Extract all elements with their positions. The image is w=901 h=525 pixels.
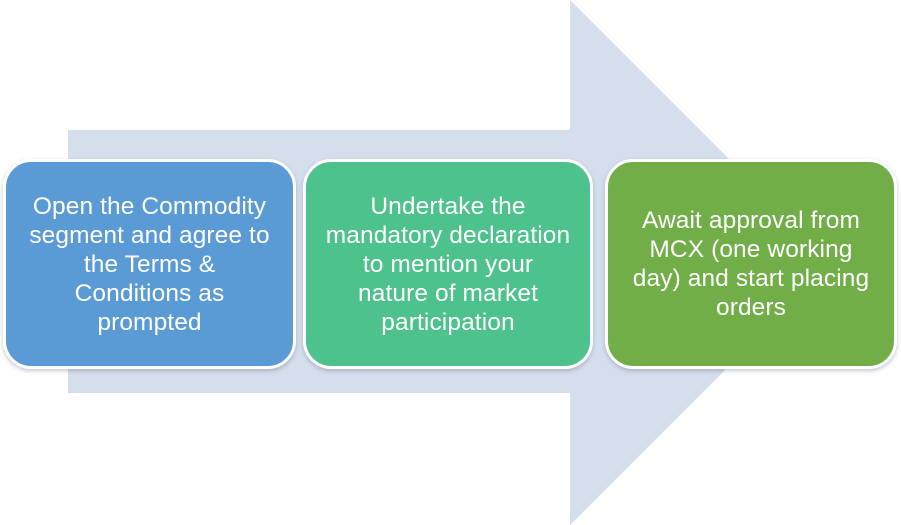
- step-text-line: day) and start placing: [632, 265, 870, 292]
- step-text-line: participation: [381, 308, 515, 336]
- step-text-line: mandatory declaration: [325, 221, 571, 249]
- step-text-line: Await approval from: [642, 207, 860, 234]
- step-text-line: MCX (one working: [649, 236, 853, 263]
- step-text-line: to mention your: [362, 250, 534, 278]
- step-text-line: orders: [715, 294, 787, 321]
- step-text-line: Undertake the: [370, 192, 526, 220]
- step-text-line: nature of market: [358, 279, 538, 307]
- step-text-line: the Terms &: [83, 250, 216, 278]
- step-text-line: segment and agree to: [29, 221, 270, 249]
- step-text-line: Open the Commodity: [32, 192, 267, 220]
- step-text-line: Conditions as: [74, 279, 225, 307]
- step-text-line: prompted: [97, 308, 202, 336]
